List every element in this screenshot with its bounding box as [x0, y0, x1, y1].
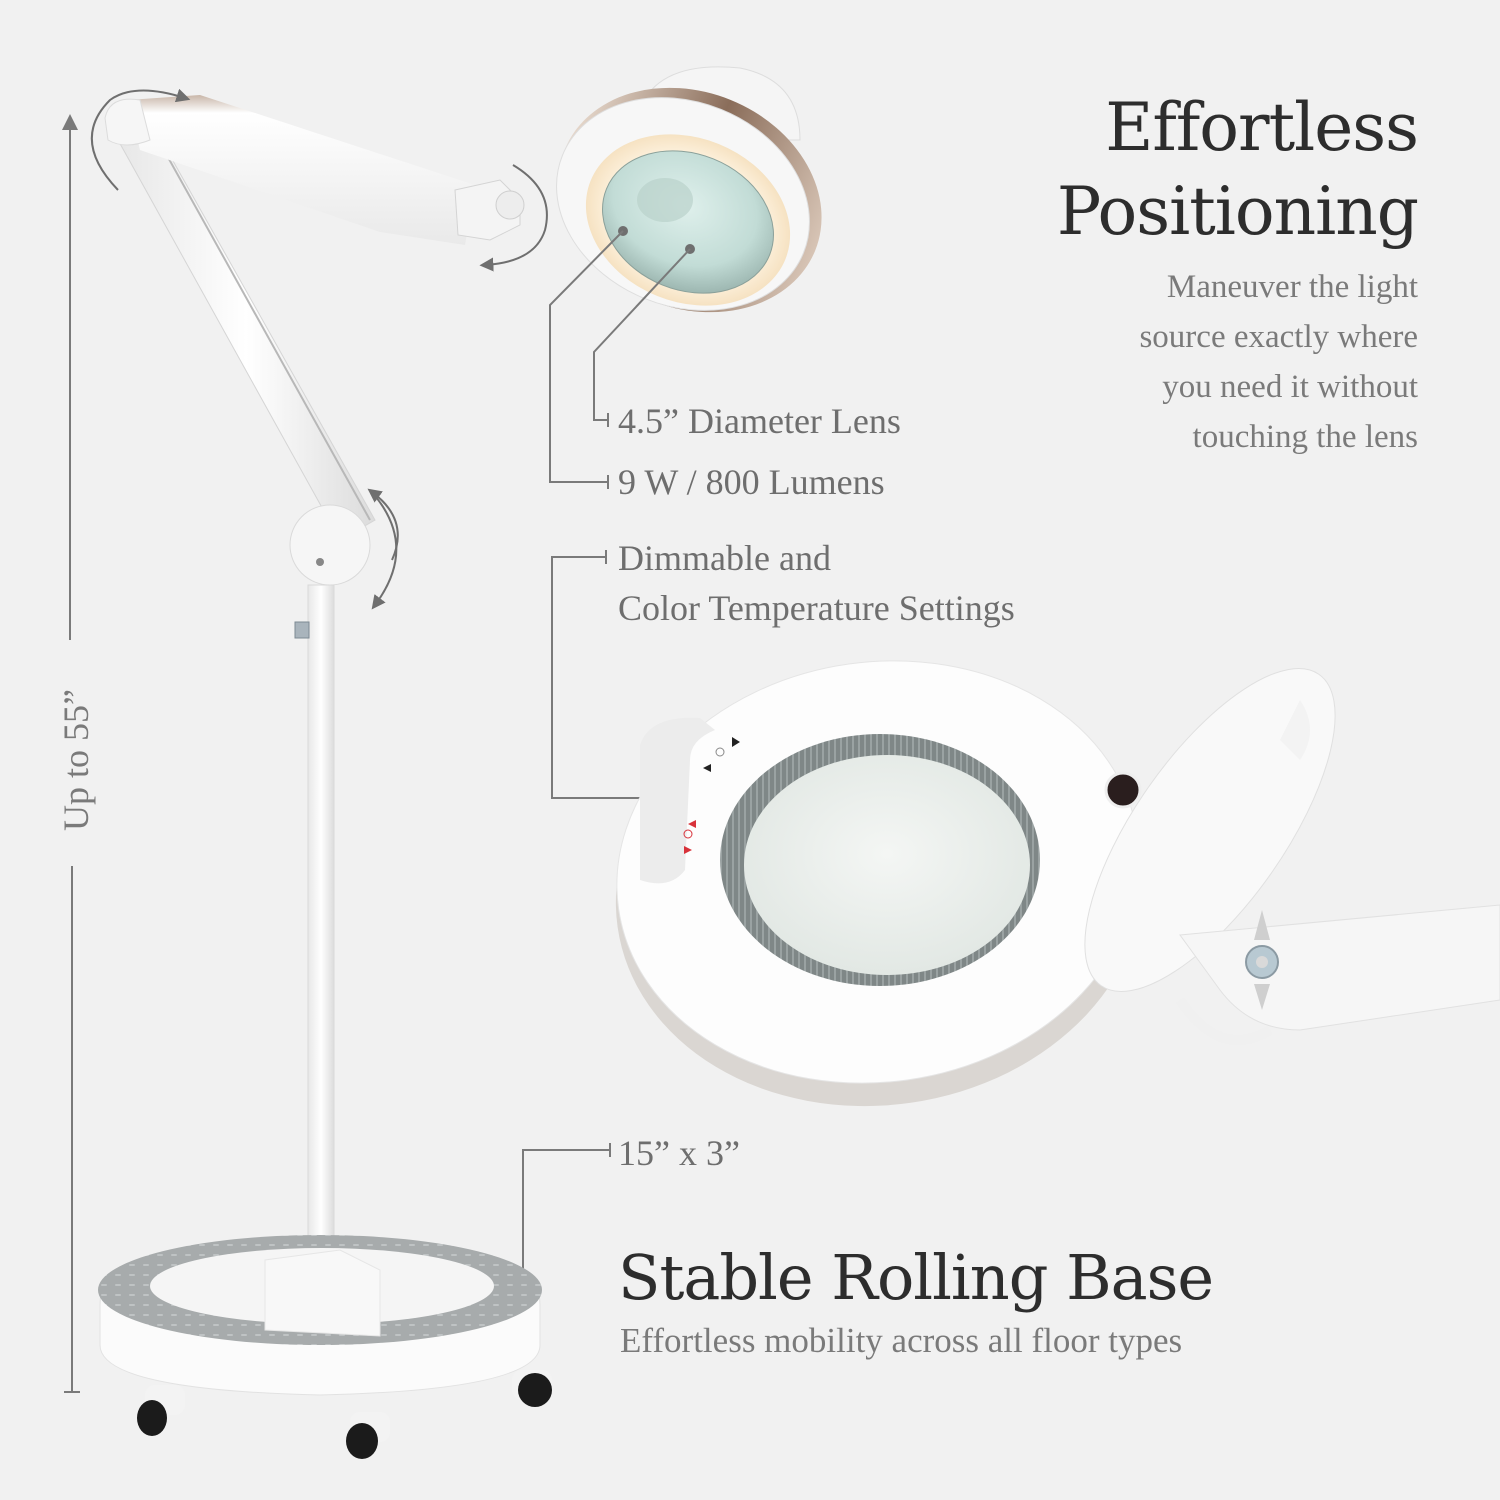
callout-color-temperature: Color Temperature Settings	[618, 588, 1015, 628]
headline-line-1: Effortless	[1105, 89, 1419, 166]
callout-power-lumens: 9 W / 800 Lumens	[618, 462, 885, 502]
callout-dimmable: Dimmable and	[618, 538, 831, 578]
rotation-arrows	[90, 88, 548, 610]
description-line: source exactly where	[1139, 319, 1418, 355]
description-line: touching the lens	[1192, 419, 1418, 455]
height-label: Up to 55”	[56, 689, 96, 831]
height-dimension-arrow	[62, 114, 80, 1393]
description-line: you need it without	[1162, 369, 1418, 405]
callout-lens-diameter: 4.5” Diameter Lens	[618, 401, 901, 441]
upper-arm	[104, 95, 525, 245]
description-line: Maneuver the light	[1166, 269, 1418, 305]
callout-base-size: 15” x 3”	[618, 1133, 740, 1173]
lamp-cover-and-clamp	[1084, 668, 1500, 1045]
headline-effortless-positioning: Effortless Positioning	[1056, 86, 1419, 254]
headline-stable-rolling-base: Stable Rolling Base	[618, 1241, 1214, 1314]
pole-and-joint	[289, 504, 371, 1266]
rolling-base-description: Effortless mobility across all floor typ…	[620, 1321, 1183, 1360]
control-indicators	[683, 737, 740, 854]
lamp-head-top	[556, 66, 822, 313]
caster-wheels	[137, 1370, 552, 1459]
headline-line-2: Positioning	[1056, 173, 1419, 250]
positioning-description: Maneuver the light source exactly where …	[998, 262, 1418, 462]
power-switch-icon	[1104, 771, 1142, 809]
rolling-base	[98, 1235, 552, 1459]
lamp-head-detail	[615, 660, 1145, 1107]
